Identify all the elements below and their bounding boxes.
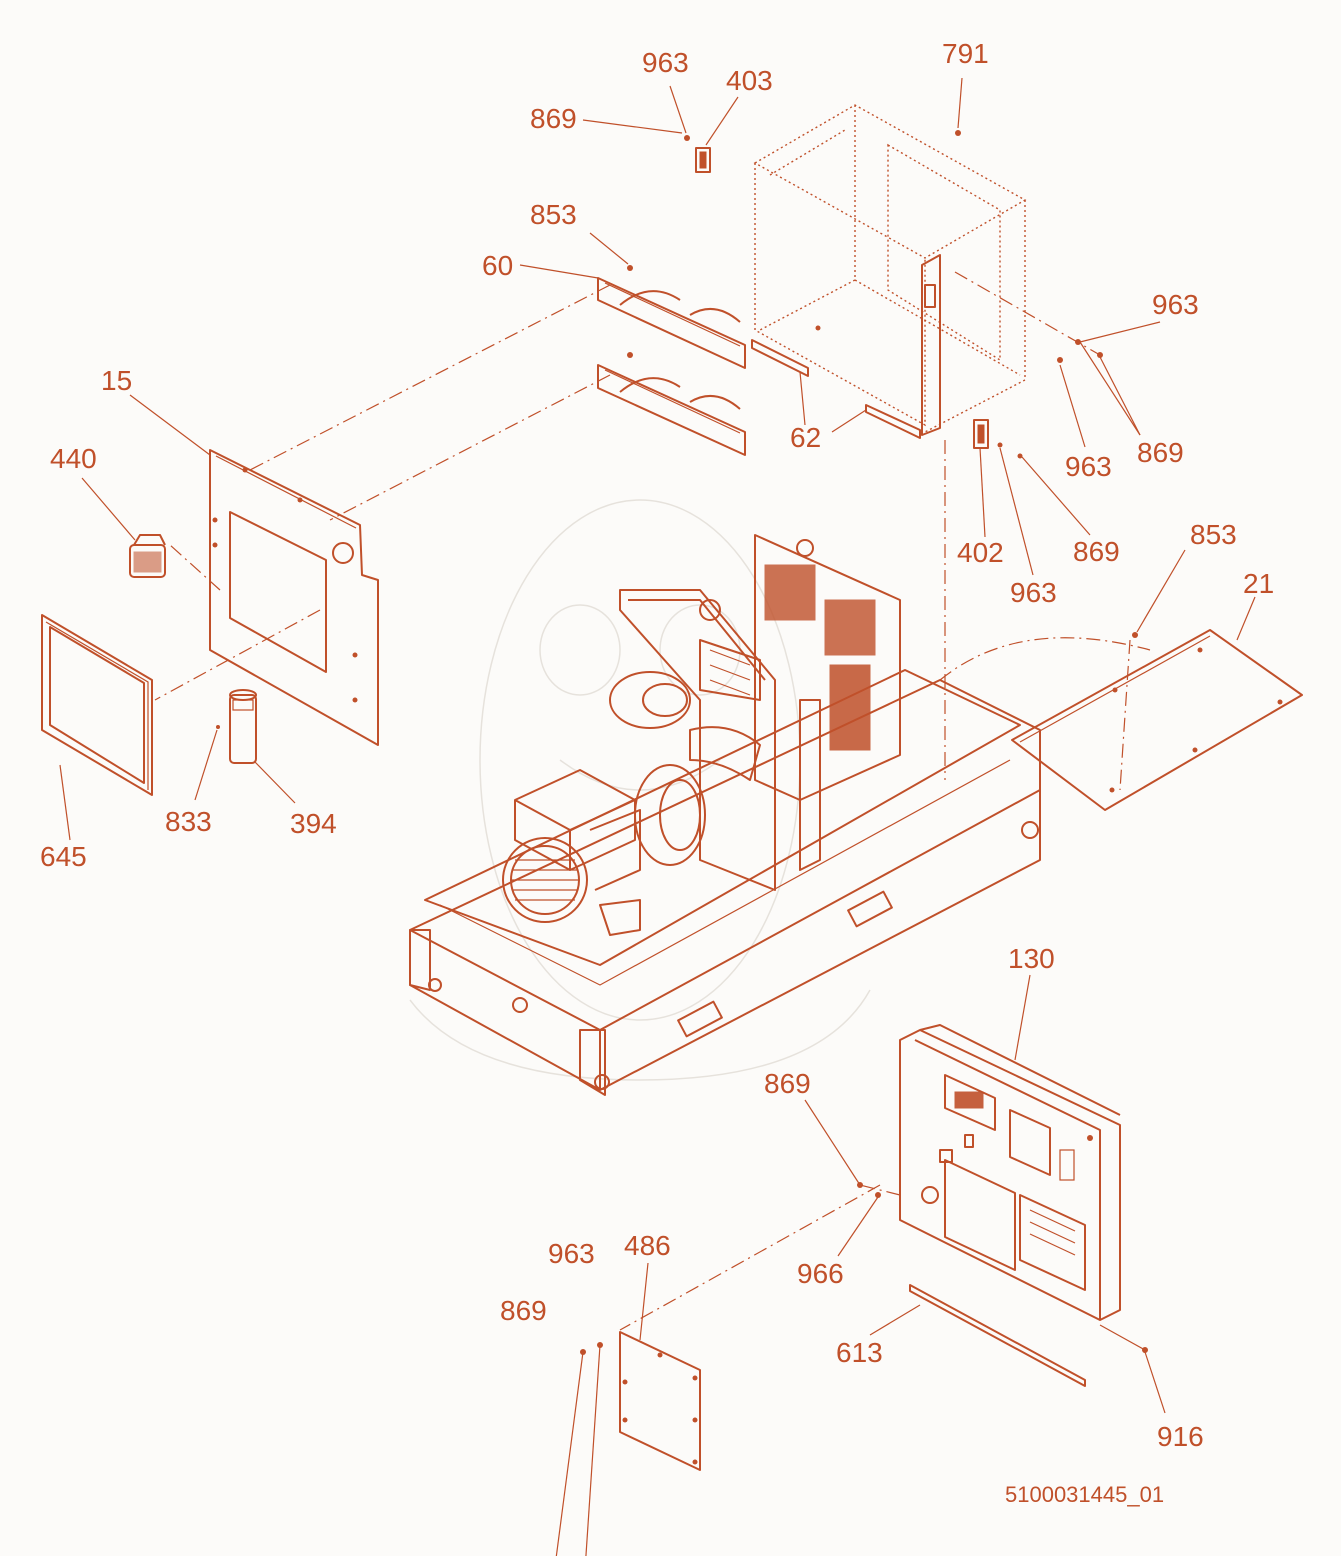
callout-916: 916 — [1157, 1421, 1204, 1452]
fasteners-963-869-right — [1057, 339, 1103, 363]
callout-486: 486 — [624, 1230, 671, 1261]
callout-963-cover: 963 — [548, 1238, 595, 1269]
strap-62-left — [751, 339, 809, 377]
cover-plate-486 — [580, 1331, 701, 1471]
callout-403: 403 — [726, 65, 773, 96]
component-440 — [129, 534, 166, 578]
callout-869-top: 869 — [530, 103, 577, 134]
bracket-60-upper — [597, 265, 746, 369]
callout-62: 62 — [790, 422, 821, 453]
callout-963-top: 963 — [642, 47, 689, 78]
fastener-916 — [1099, 1324, 1148, 1353]
callout-440: 440 — [50, 443, 97, 474]
callout-613: 613 — [836, 1337, 883, 1368]
hinge-402 — [973, 419, 1023, 459]
callout-966: 966 — [797, 1258, 844, 1289]
base-frame — [409, 669, 1041, 1096]
control-panel-130 — [857, 1024, 1121, 1321]
leader-lines — [59, 77, 1256, 1556]
callout-15: 15 — [101, 365, 132, 396]
cylinder-394 — [216, 689, 257, 764]
hinge-403 — [684, 135, 711, 173]
callout-833: 833 — [165, 806, 212, 837]
engine-assembly — [609, 534, 901, 891]
callout-963-r1: 963 — [1152, 289, 1199, 320]
callout-869-r2: 869 — [1073, 536, 1120, 567]
filter-frame-645 — [41, 614, 153, 796]
callout-394: 394 — [290, 808, 337, 839]
alternator — [502, 764, 706, 936]
callout-645: 645 — [40, 841, 87, 872]
alignment-lines — [154, 271, 1151, 1331]
drawing-number: 5100031445_01 — [1005, 1482, 1164, 1507]
callout-853-right: 853 — [1190, 519, 1237, 550]
callout-791: 791 — [942, 38, 989, 69]
callout-130: 130 — [1008, 943, 1055, 974]
callout-869-cover: 869 — [500, 1295, 547, 1326]
bracket-60-lower — [597, 352, 746, 456]
callout-labels: 963 403 869 791 853 60 963 62 963 869 15… — [40, 38, 1274, 1507]
callout-21: 21 — [1243, 568, 1274, 599]
strap-62-right — [865, 404, 921, 439]
callout-869-r1: 869 — [1137, 437, 1184, 468]
callout-963-r2: 963 — [1065, 451, 1112, 482]
enclosure-791 — [753, 104, 1027, 436]
roof-panel-21 — [1011, 629, 1303, 811]
callout-963-r3: 963 — [1010, 577, 1057, 608]
callout-60: 60 — [482, 250, 513, 281]
callout-869-panel: 869 — [764, 1068, 811, 1099]
callout-853-top: 853 — [530, 199, 577, 230]
callout-402: 402 — [957, 537, 1004, 568]
strip-613 — [909, 1284, 1086, 1387]
front-panel-15 — [209, 449, 379, 746]
